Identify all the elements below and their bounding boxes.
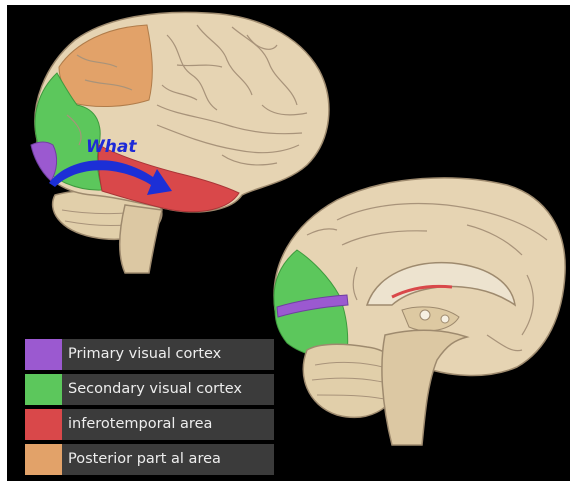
legend-label: inferotemporal area: [62, 409, 274, 440]
legend-item-primary-visual-cortex: Primary visual cortex: [25, 339, 274, 370]
legend-swatch: [25, 374, 62, 405]
legend-item-posterior-parietal-area: Posterior part al area: [25, 444, 274, 475]
lateral-primary-visual-cortex: [31, 142, 57, 181]
legend-swatch: [25, 339, 62, 370]
lateral-brainstem: [120, 205, 162, 273]
diagram-frame: What Primary visual cortex Secondary vis…: [7, 5, 570, 481]
what-stream-label: What: [86, 137, 136, 157]
legend-swatch: [25, 409, 62, 440]
legend-swatch: [25, 444, 62, 475]
legend-label: Secondary visual cortex: [62, 374, 274, 405]
lateral-posterior-parietal-area: [59, 25, 152, 107]
legend-label: Posterior part al area: [62, 444, 274, 475]
legend: Primary visual cortex Secondary visual c…: [25, 339, 274, 479]
legend-item-secondary-visual-cortex: Secondary visual cortex: [25, 374, 274, 405]
medial-brain: [274, 178, 565, 445]
legend-item-inferotemporal-area: inferotemporal area: [25, 409, 274, 440]
legend-label: Primary visual cortex: [62, 339, 274, 370]
lateral-brain: [31, 12, 329, 273]
